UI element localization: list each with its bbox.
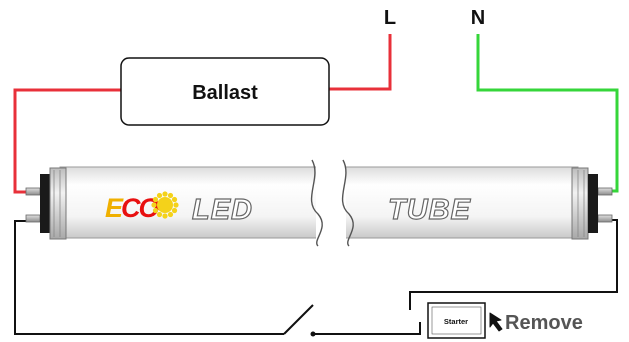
tube-left-section	[59, 166, 318, 239]
pointer-arrow-icon	[489, 312, 503, 332]
ballast-label: Ballast	[192, 82, 258, 104]
right-end-cap	[571, 167, 613, 240]
sun-core	[157, 197, 173, 213]
live-terminal-label: L	[384, 7, 396, 29]
ballast-box	[120, 57, 330, 126]
sun-ray	[171, 196, 178, 203]
sun-ray	[162, 191, 168, 197]
sun-ray	[167, 192, 174, 199]
eco-logo-text: ECO	[105, 193, 160, 223]
tube-word-tube: TUBE	[388, 194, 472, 226]
tube-break	[310, 159, 354, 247]
sun-icon	[151, 191, 179, 219]
sun-ray	[171, 207, 178, 214]
sun-ray	[156, 211, 163, 218]
sun-ray	[151, 202, 157, 208]
sun-ray	[152, 207, 159, 214]
sun-ray	[173, 202, 179, 208]
sun-ray	[156, 192, 163, 199]
switch-contact	[310, 331, 316, 337]
starter-box-inner	[431, 306, 482, 335]
remove-label: Remove	[505, 312, 583, 334]
eco-letter-e: E	[105, 193, 124, 223]
eco-logo: ECO	[105, 191, 179, 223]
tube-word-led: LED	[192, 194, 253, 226]
starter-label: Starter	[444, 317, 468, 326]
starter-box	[427, 302, 486, 339]
sun-ray	[167, 211, 174, 218]
neutral-terminal-label: N	[471, 7, 485, 29]
left-end-cap	[25, 167, 67, 240]
eco-letter-c1: C	[121, 193, 141, 223]
sun-ray	[162, 213, 168, 219]
sun-ray	[152, 196, 159, 203]
